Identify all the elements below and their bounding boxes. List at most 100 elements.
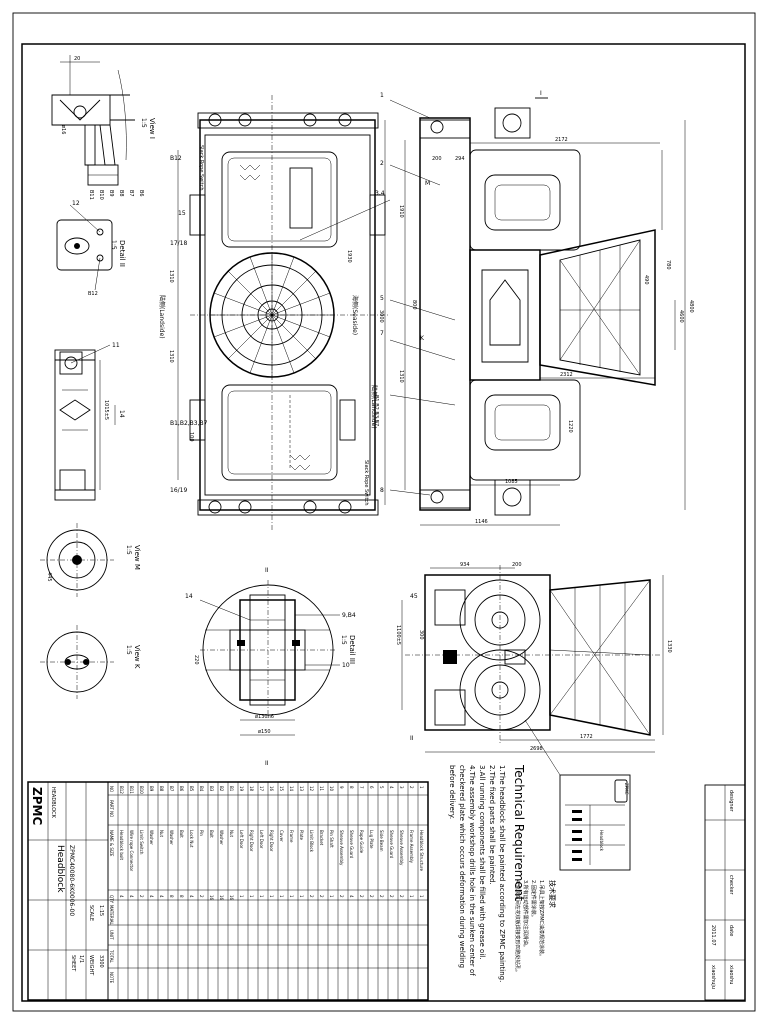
svg-text:1: 1	[380, 92, 384, 99]
svg-text:B6: B6	[138, 190, 144, 197]
svg-text:II: II	[410, 735, 414, 742]
detail-ii-title: Detail II	[118, 240, 126, 267]
svg-text:800: 800	[411, 300, 417, 310]
parts-row-cell: 2	[369, 895, 374, 898]
parts-row-cell: B3	[209, 786, 214, 792]
parts-row-cell: 16	[209, 895, 214, 901]
svg-text:1910: 1910	[398, 205, 404, 218]
svg-text:2312: 2312	[560, 372, 573, 378]
parts-row-cell: Left Door	[239, 830, 244, 849]
parts-row-cell: 6	[369, 786, 374, 789]
svg-text:780: 780	[665, 260, 671, 270]
parts-header-cell: NAME & SIZE	[109, 830, 114, 857]
svg-text:ø150: ø150	[258, 729, 271, 735]
parts-row-cell: Wire rope Connector	[129, 830, 134, 872]
tech-req-item-3: 3.All running components shall be filled…	[478, 765, 486, 959]
parts-row-cell: Pin Shaft	[329, 830, 334, 848]
svg-text:1.吊具上架按ZPMC油漆规范涂装。: 1.吊具上架按ZPMC油漆规范涂装。	[538, 880, 545, 959]
parts-row-cell: Sheave Guard	[349, 830, 354, 859]
parts-row-cell: 1	[419, 786, 424, 789]
parts-row-cell: 2	[319, 895, 324, 898]
parts-row-cell: 13	[299, 786, 304, 792]
parts-row-cell: 2	[359, 895, 364, 898]
parts-row-cell: 4	[129, 895, 134, 898]
parts-row-cell: 1	[419, 895, 424, 898]
parts-row-cell: Right Door	[269, 830, 274, 852]
company-name: ZPMC	[30, 787, 44, 825]
parts-row-cell: Left Door	[259, 830, 264, 849]
svg-text:xiaoshuju: xiaoshuju	[710, 965, 716, 989]
drawing-sheet: 1/1	[78, 955, 84, 963]
parts-row-cell: B8	[159, 786, 164, 792]
parts-row-cell: 18	[249, 786, 254, 792]
parts-header-cell: NOTE	[109, 972, 114, 984]
tech-req-item-1: 1.The headblock shall be painted accordi…	[498, 765, 506, 982]
parts-row-cell: Plate	[299, 830, 304, 841]
parts-row-cell: 8	[349, 786, 354, 789]
parts-row-cell: 1	[239, 895, 244, 898]
approval-block: designer checker date 2011.07 xiaoshu xi…	[704, 784, 746, 1001]
svg-text:220: 220	[193, 655, 199, 665]
svg-text:10: 10	[342, 662, 350, 669]
parts-row-cell: 16	[219, 895, 224, 901]
technical-requirement: Technical Requirement 1.The headblock sh…	[448, 764, 557, 982]
svg-text:B7: B7	[128, 190, 134, 197]
parts-row-cell: 10	[329, 786, 334, 792]
parts-row-cell: 4	[389, 786, 394, 789]
svg-text:1930: 1930	[346, 250, 352, 263]
parts-row-cell: 1	[299, 895, 304, 898]
svg-text:14: 14	[118, 410, 125, 418]
parts-row-cell: 16	[269, 786, 274, 792]
slack-rope-switch-top: Slack Rope Switch	[198, 145, 204, 191]
svg-text:II: II	[265, 760, 269, 767]
svg-text:SHEET: SHEET	[70, 955, 76, 972]
svg-text:2698: 2698	[530, 746, 543, 752]
parts-row-cell: Limit Switch	[139, 830, 144, 855]
svg-text:B8: B8	[118, 190, 124, 197]
svg-text:WEIGHT: WEIGHT	[88, 955, 94, 976]
svg-text:B9: B9	[108, 190, 114, 197]
svg-text:294: 294	[455, 156, 465, 162]
parts-row-cell: Washer	[169, 830, 174, 845]
svg-text:16/19: 16/19	[170, 487, 187, 494]
nameplate-logo: ZPMC	[624, 783, 629, 795]
svg-text:I: I	[540, 90, 542, 97]
svg-text:12: 12	[72, 200, 80, 207]
parts-row-cell: 4	[349, 895, 354, 898]
svg-text:1015±5: 1015±5	[103, 400, 109, 420]
parts-row-cell: 2	[389, 895, 394, 898]
parts-row-cell: Nut	[159, 830, 164, 838]
parts-row-cell: 11	[319, 786, 324, 792]
svg-text:9,B4: 9,B4	[342, 612, 356, 619]
parts-row-cell: 1	[289, 895, 294, 898]
parts-row-cell: 1	[269, 895, 274, 898]
view-i-scale: 1:5	[140, 118, 147, 128]
parts-row-cell: 2	[399, 895, 404, 898]
parts-row-cell: 4	[159, 895, 164, 898]
svg-text:445: 445	[46, 572, 52, 582]
svg-text:15: 15	[178, 210, 186, 217]
parts-row-cell: 8	[179, 895, 184, 898]
tech-req-item-2: 2.The fixed parts shall be painted.	[488, 765, 496, 885]
parts-row-cell: Pin	[199, 830, 204, 836]
parts-row-cell: 19	[239, 786, 244, 792]
detail-ii-scale: 1:5	[110, 240, 117, 250]
parts-row-cell: Sheave Guard	[389, 830, 394, 859]
parts-row-cell: Rope Guide	[359, 830, 364, 854]
svg-text:designer: designer	[728, 790, 734, 813]
drawing-scale: 1:15	[98, 905, 104, 916]
view-k-scale: 1:5	[125, 645, 132, 655]
svg-text:2: 2	[380, 160, 384, 167]
svg-text:II: II	[265, 567, 269, 574]
parts-row-cell: 1	[259, 895, 264, 898]
svg-text:200: 200	[432, 156, 442, 162]
svg-text:300: 300	[418, 630, 424, 640]
parts-row-cell: B4	[199, 786, 204, 792]
svg-text:xiaoshu: xiaoshu	[728, 965, 734, 984]
svg-text:B1,B2,B3,B7: B1,B2,B3,B7	[373, 395, 379, 426]
parts-row-cell: B6	[179, 786, 184, 792]
parts-row-cell: Cover	[279, 830, 284, 842]
parts-row-cell: B10	[139, 786, 144, 794]
drawing-name: Headblock	[55, 845, 65, 893]
